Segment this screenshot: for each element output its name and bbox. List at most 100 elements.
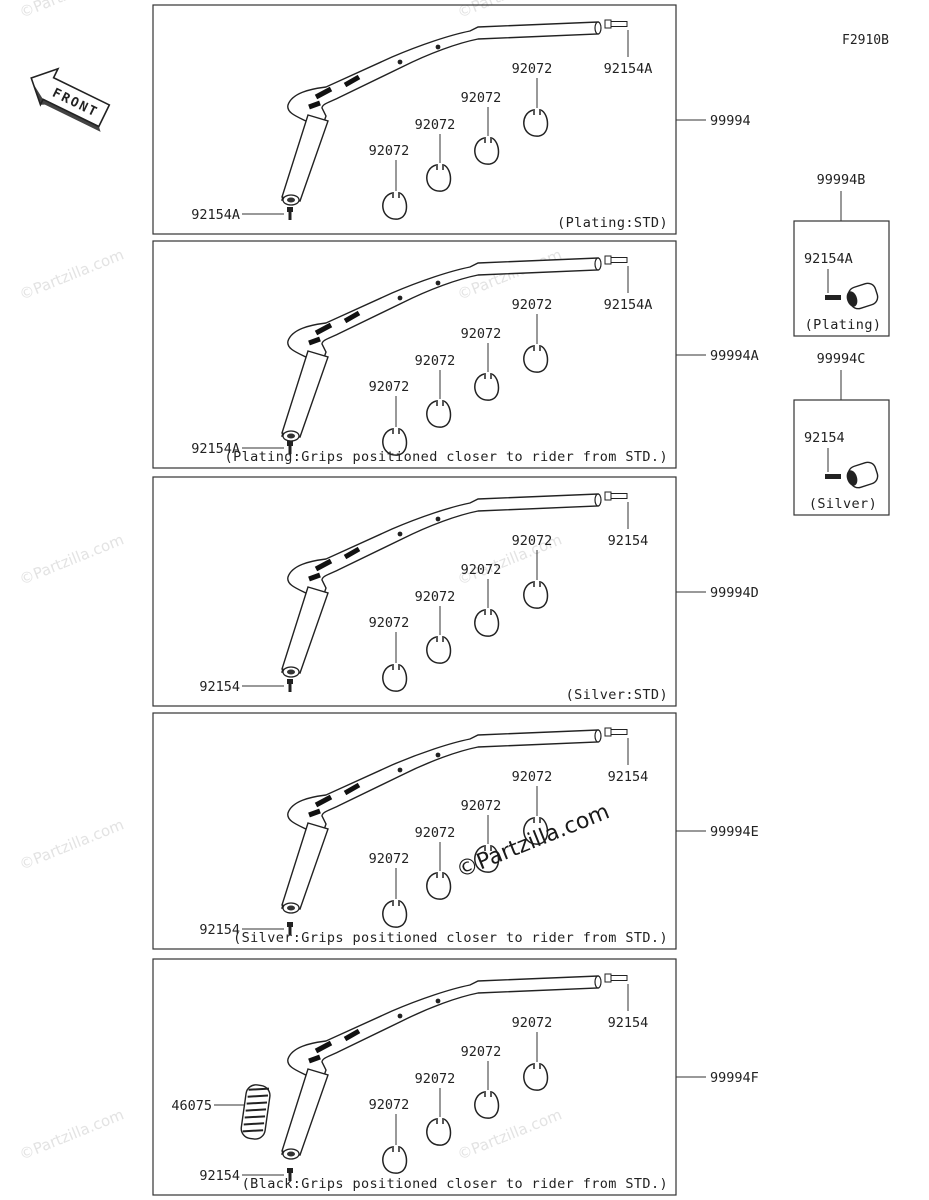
cable-clamp-tab (392, 192, 400, 198)
cable-clamp-tab (484, 373, 492, 379)
clamp-part-number: 92072 (512, 297, 553, 313)
kit-frame (793, 399, 890, 516)
grip-band (308, 808, 321, 818)
cable-clamp-icon (426, 1118, 452, 1146)
cable-clamp-tab (533, 817, 541, 823)
bolt-head-icon (287, 1168, 293, 1173)
bar-end-hole (287, 433, 295, 439)
assembly-number: 99994D (710, 585, 759, 601)
panel-note: (Silver:Grips positioned closer to rider… (233, 930, 668, 946)
cable-clamp-icon (382, 1146, 408, 1174)
clamp-part-number: 92072 (461, 562, 502, 578)
mount-tab (435, 752, 441, 758)
grip-rib (248, 1087, 270, 1091)
cable-clamp-tab (484, 137, 492, 143)
mount-tab (435, 998, 441, 1004)
cable-clamp-tab (392, 428, 400, 434)
grip-rib (243, 1122, 265, 1126)
handlebar (281, 975, 599, 1157)
watermark: ©Partzilla.com (455, 0, 565, 22)
grip-band (308, 572, 321, 582)
assembly-number: 99994F (710, 1070, 759, 1086)
grip-rib (244, 1115, 266, 1119)
watermark: ©Partzilla.com (17, 0, 127, 22)
cable-clamp-icon (523, 817, 549, 845)
bar-end-hole (287, 669, 295, 675)
handlebar-end-tube (281, 114, 329, 202)
grip-band (308, 336, 321, 346)
cable-clamp-icon (426, 164, 452, 192)
bottom-bolt-part-number: 92154 (199, 1168, 240, 1184)
watermark: ©Partzilla.com (17, 815, 127, 873)
cable-clamp-icon (523, 581, 549, 609)
top-bolt-part-number: 92154 (608, 769, 649, 785)
watermark: ©Partzilla.com (17, 530, 127, 588)
bolt-head-icon (604, 255, 612, 265)
grip-band (343, 546, 361, 560)
top-bolt-part-number: 92154 (608, 1015, 649, 1031)
cable-clamp-tab (533, 581, 541, 587)
bolt-head-icon (287, 441, 293, 446)
bolt-head-icon (604, 19, 612, 29)
cable-clamp-icon (523, 1063, 549, 1091)
bolt-head-icon (604, 727, 612, 737)
top-bolt-part-number: 92154A (604, 61, 653, 77)
clamp-part-number: 92072 (461, 326, 502, 342)
cable-clamp-icon (382, 900, 408, 928)
clamp-part-number: 92072 (512, 61, 553, 77)
clamp-part-number: 92072 (369, 379, 410, 395)
grip-band (343, 1028, 361, 1042)
bar-end-right (594, 21, 602, 35)
mount-tab (397, 59, 403, 65)
top-bolt-part-number: 92154 (608, 533, 649, 549)
grip-band (343, 782, 361, 796)
handlebar-end-tube (281, 350, 329, 438)
bottom-bolt-part-number: 92154 (199, 922, 240, 938)
grip-rib (247, 1094, 269, 1098)
assembly-number: 99994A (710, 348, 759, 364)
mount-tab (397, 295, 403, 301)
cable-clamp-icon (474, 1091, 500, 1119)
mount-tab (435, 280, 441, 286)
cable-clamp-tab (436, 400, 444, 406)
grip-band (314, 322, 333, 336)
cable-clamp-icon (382, 428, 408, 456)
clamp-part-number: 92072 (369, 851, 410, 867)
grip-band (308, 1054, 321, 1064)
bar-end-right (594, 975, 602, 989)
grip-icon (240, 1084, 271, 1140)
cable-clamp-icon (426, 400, 452, 428)
grip-band (343, 74, 361, 88)
cable-clamp-icon (426, 872, 452, 900)
handlebar (281, 21, 599, 203)
handlebar (281, 257, 599, 439)
bar-end-hole (287, 197, 295, 203)
bar-end-right (594, 257, 602, 271)
figure-code: F2910B (842, 33, 889, 48)
assembly-number: 99994E (710, 824, 759, 840)
cable-clamp-tab (484, 609, 492, 615)
clamp-part-number: 92072 (461, 1044, 502, 1060)
bolt-shank (610, 493, 628, 499)
bolt-shank (610, 257, 628, 263)
clamp-part-number: 92072 (512, 1015, 553, 1031)
bolt-shank (610, 729, 628, 735)
cable-clamp-icon (474, 137, 500, 165)
clamp-part-number: 92072 (369, 615, 410, 631)
clamp-part-number: 92072 (512, 769, 553, 785)
cable-clamp-icon (382, 664, 408, 692)
grip-rib (245, 1108, 267, 1112)
watermark: ©Partzilla.com (455, 1105, 565, 1163)
kit-bolt-icon (825, 295, 841, 300)
clamp-part-number: 92072 (415, 589, 456, 605)
cable-clamp-tab (533, 1063, 541, 1069)
grip-band (314, 1040, 333, 1054)
kit-assembly-number: 99994C (817, 351, 866, 367)
handlebar (281, 729, 599, 911)
kit-frame (793, 220, 890, 337)
